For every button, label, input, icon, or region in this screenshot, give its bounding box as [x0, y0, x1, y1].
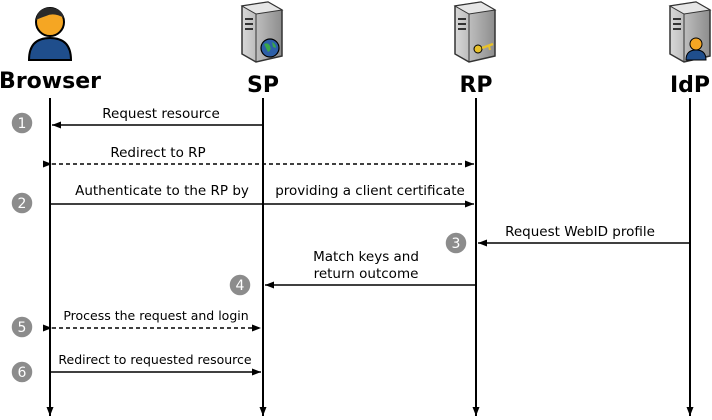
server-key-icon: [453, 1, 497, 63]
user-icon: [27, 7, 73, 61]
actor-label-sp: SP: [247, 73, 279, 98]
server-globe-icon: [240, 1, 284, 63]
step-badge-4: 4: [228, 273, 252, 297]
label-request-resource: Request resource: [102, 106, 220, 122]
label-redirect-to-rp: Redirect to RP: [110, 145, 205, 161]
step-number: 5: [18, 320, 27, 336]
step-number: 1: [18, 116, 27, 132]
step-badge-2: 2: [10, 191, 34, 215]
label-authenticate-a: Authenticate to the RP by: [75, 183, 249, 199]
label-process-request: Process the request and login: [63, 308, 248, 323]
server-user-icon: [668, 1, 712, 63]
label-match-keys-line2: return outcome: [314, 266, 419, 282]
step-badge-6: 6: [10, 360, 34, 384]
step-number: 4: [236, 278, 245, 294]
actor-label-browser: Browser: [0, 69, 101, 94]
label-authenticate-b: providing a client certificate: [275, 183, 465, 199]
label-match-keys-line1: Match keys and: [313, 249, 419, 265]
step-number: 2: [18, 196, 27, 212]
label-request-webid: Request WebID profile: [505, 224, 655, 240]
step-number: 6: [18, 365, 27, 381]
step-number: 3: [452, 236, 461, 252]
step-badge-1: 1: [10, 111, 34, 135]
actor-label-idp: IdP: [670, 73, 710, 98]
label-redirect-requested: Redirect to requested resource: [58, 352, 252, 367]
step-badge-5: 5: [10, 315, 34, 339]
step-badge-3: 3: [444, 231, 468, 255]
actor-label-rp: RP: [459, 73, 492, 98]
